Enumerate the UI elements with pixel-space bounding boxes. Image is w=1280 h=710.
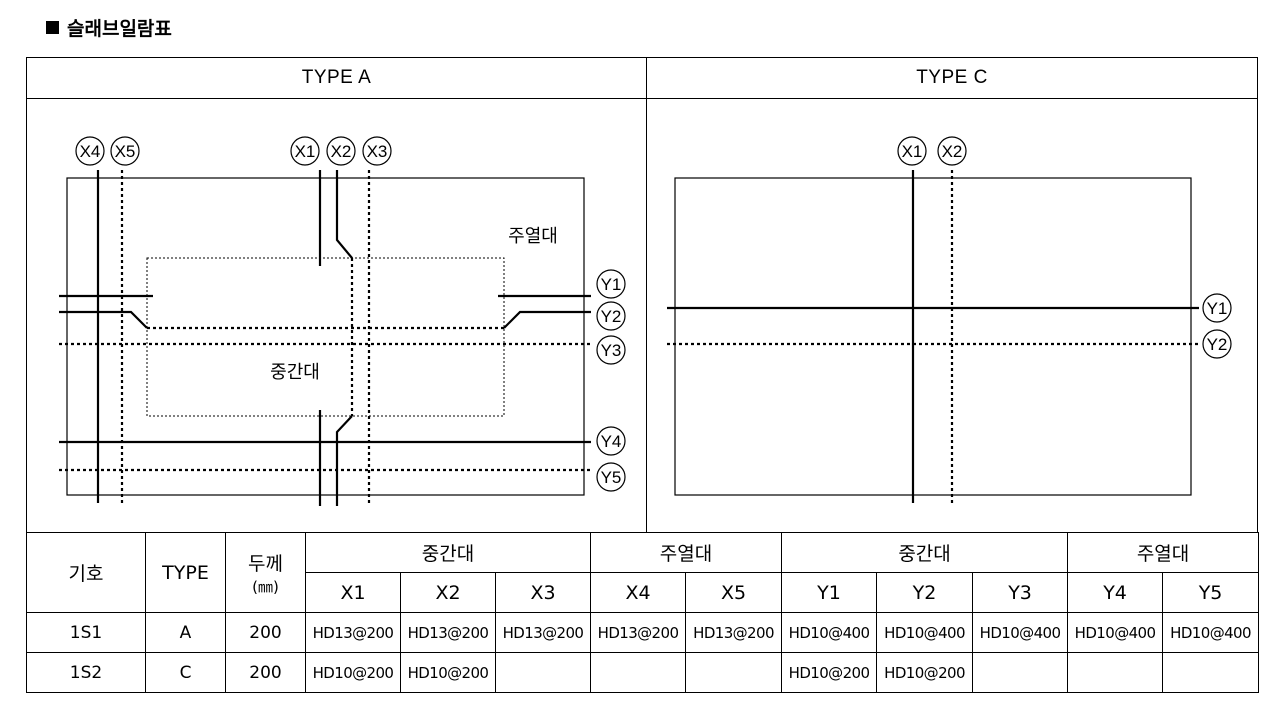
marker-x5: X5 (110, 136, 140, 166)
row-thickness: 200 (225, 612, 306, 653)
row-cell: HD13@200 (685, 612, 783, 653)
header-thickness-unit: (㎜) (252, 577, 279, 596)
marker-y3: Y3 (596, 335, 626, 365)
header-x-middle-strip: 중간대 (304, 532, 592, 573)
type-a-header: TYPE A (27, 58, 646, 99)
marker-y1: Y1 (596, 269, 626, 299)
marker-y5-label: Y5 (601, 468, 622, 487)
row-thickness: 200 (225, 652, 306, 693)
subheader-y3: Y3 (972, 572, 1069, 613)
type-c-marker-y1: Y1 (1202, 293, 1232, 323)
table-row: 1S1 A 200 HD13@200 HD13@200 HD13@200 HD1… (26, 612, 1260, 653)
square-bullet-icon (46, 21, 59, 34)
type-a-panel: TYPE A (27, 58, 647, 532)
marker-y4-label: Y4 (601, 432, 622, 451)
type-c-drawing: X1 X2 Y1 Y2 (667, 136, 1232, 503)
marker-x2-label: X2 (331, 142, 352, 161)
column-strip-label: 주열대 (508, 226, 558, 246)
page-title-text: 슬래브일람표 (67, 18, 172, 40)
marker-x4: X4 (75, 136, 105, 166)
subheader-x2: X2 (400, 572, 496, 613)
header-thickness-label: 두께 (248, 552, 283, 575)
type-a-middle-strip-outline (146, 257, 505, 417)
middle-strip-label: 중간대 (270, 362, 320, 382)
type-a-slab-outline (66, 177, 585, 496)
row-type: C (145, 652, 226, 693)
type-c-marker-y1-label: Y1 (1207, 299, 1228, 318)
row-cell: HD10@200 (305, 652, 401, 693)
marker-y3-label: Y3 (601, 341, 622, 360)
header-y-middle-strip: 중간대 (781, 532, 1069, 573)
table-header-row-2: X1 X2 X3 X4 X5 Y1 Y2 Y3 Y4 Y5 (27, 572, 1260, 613)
marker-x1-label: X1 (295, 142, 316, 161)
subheader-x5: X5 (685, 572, 783, 613)
type-a-rebar-y2-right (503, 310, 591, 329)
type-c-marker-x2: X2 (937, 136, 967, 166)
header-type: TYPE (145, 532, 226, 613)
row-cell: HD13@200 (305, 612, 401, 653)
type-c-panel: TYPE C (647, 58, 1257, 532)
row-cell: HD10@400 (1067, 612, 1164, 653)
row-cell (494, 652, 592, 693)
marker-y1-label: Y1 (601, 275, 622, 294)
type-a-rebar-y2-left (59, 310, 148, 329)
row-cell (1067, 652, 1164, 693)
header-symbol: 기호 (26, 532, 146, 613)
type-c-marker-y2: Y2 (1202, 329, 1232, 359)
row-cell: HD10@200 (876, 652, 974, 693)
row-cell: HD13@200 (590, 612, 687, 653)
row-cell: HD13@200 (400, 612, 496, 653)
type-c-marker-y2-label: Y2 (1207, 335, 1228, 354)
type-c-marker-x2-label: X2 (942, 142, 963, 161)
subheader-x4: X4 (590, 572, 687, 613)
row-cell: HD10@400 (1162, 612, 1260, 653)
marker-y4: Y4 (596, 426, 626, 456)
type-a-drawing: X4 X5 X1 X2 X3 Y1 Y2 Y3 (59, 136, 626, 506)
type-a-rebar-x2-top (335, 170, 353, 259)
row-cell: HD10@200 (781, 652, 878, 693)
marker-x3-label: X3 (367, 142, 388, 161)
subheader-y1: Y1 (781, 572, 878, 613)
row-cell: HD10@400 (781, 612, 878, 653)
row-cell (685, 652, 783, 693)
row-cell: HD10@400 (876, 612, 974, 653)
page-title: 슬래브일람표 (46, 14, 172, 41)
subheader-x3: X3 (494, 572, 592, 613)
marker-x4-label: X4 (80, 142, 101, 161)
row-symbol: 1S2 (26, 652, 146, 693)
marker-x2: X2 (326, 136, 356, 166)
marker-y2-label: Y2 (601, 307, 622, 326)
row-cell (590, 652, 687, 693)
row-cell: HD10@200 (400, 652, 496, 693)
row-cell: HD13@200 (494, 612, 592, 653)
table-row: 1S2 C 200 HD10@200 HD10@200 HD10@200 HD1… (26, 652, 1260, 693)
type-c-header: TYPE C (647, 58, 1257, 99)
subheader-y4: Y4 (1067, 572, 1164, 613)
marker-x3: X3 (362, 136, 392, 166)
header-thickness: 두께 (㎜) (225, 532, 306, 613)
subheader-x1: X1 (305, 572, 401, 613)
row-cell: HD10@400 (972, 612, 1069, 653)
type-a-rebar-x2-bottom (335, 415, 353, 506)
slab-schedule-table: 기호 TYPE 두께 (㎜) 중간대 주열대 중간대 주열대 X1 X2 X3 … (26, 532, 1260, 693)
marker-y5: Y5 (596, 462, 626, 492)
row-type: A (145, 612, 226, 653)
table-header-row-1: 기호 TYPE 두께 (㎜) 중간대 주열대 중간대 주열대 (26, 532, 1260, 613)
marker-y2: Y2 (596, 301, 626, 331)
subheader-y5: Y5 (1162, 572, 1260, 613)
subheader-y2: Y2 (876, 572, 974, 613)
marker-x1: X1 (290, 136, 320, 166)
type-c-slab-outline (674, 177, 1192, 496)
type-c-marker-x1-label: X1 (902, 142, 923, 161)
row-cell (972, 652, 1069, 693)
header-y-column-strip: 주열대 (1067, 532, 1260, 573)
row-symbol: 1S1 (26, 612, 146, 653)
row-cell (1162, 652, 1260, 693)
header-x-column-strip: 주열대 (590, 532, 783, 573)
marker-x5-label: X5 (115, 142, 136, 161)
type-c-marker-x1: X1 (897, 136, 927, 166)
diagram-frame: TYPE A TYPE C (26, 57, 1258, 533)
